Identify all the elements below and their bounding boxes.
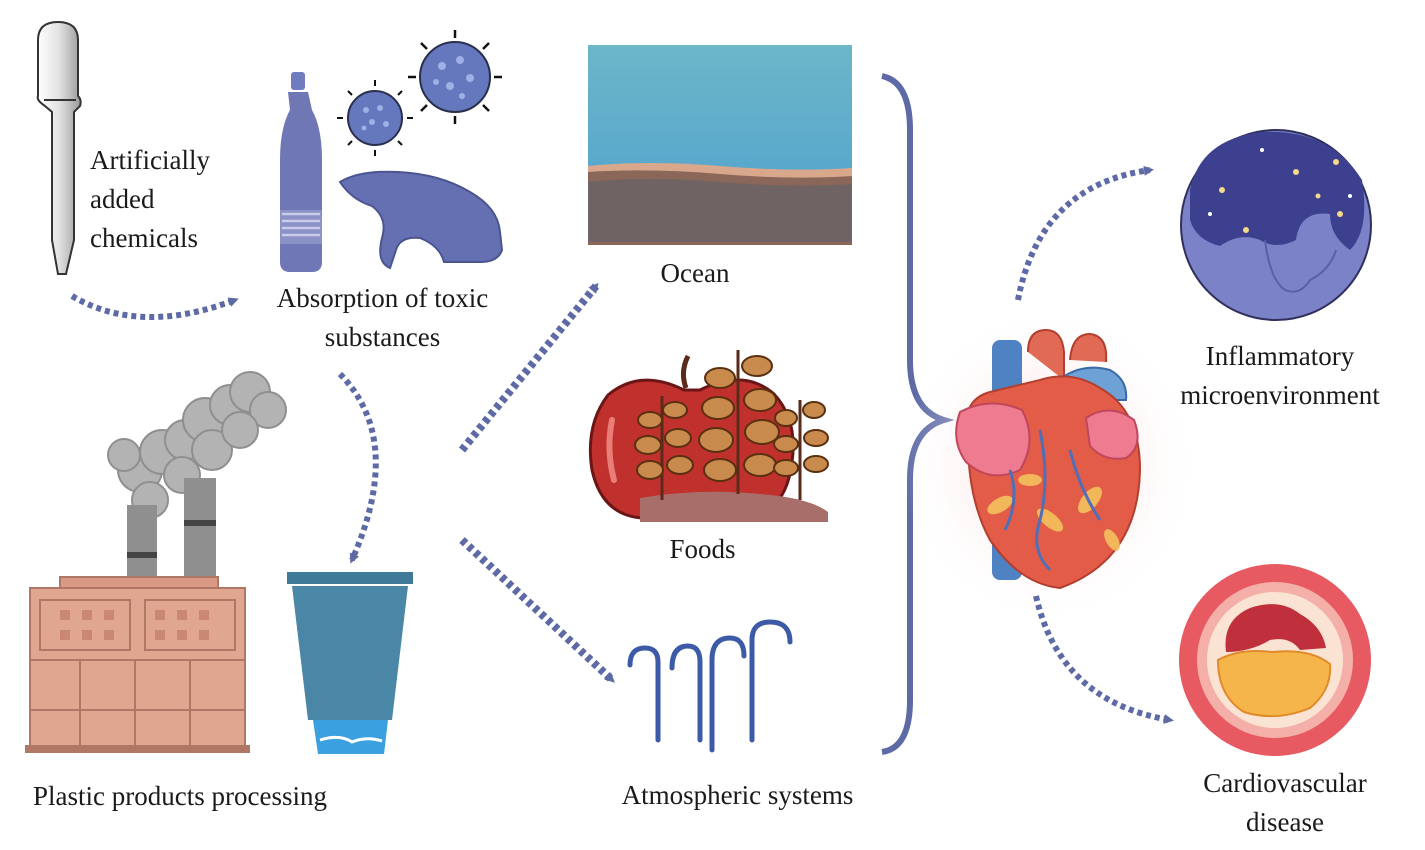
plastic-cup-icon [287,572,413,754]
smoke-icon [107,371,287,519]
factory-icon [25,478,250,753]
wind-icon [627,619,793,753]
label-artificially-added-chemicals: Artificially added chemicals [90,145,210,253]
plastic-bottle-icon [280,72,322,272]
arrow-absorption-to-cup [337,371,379,564]
virus-small-icon [337,80,413,156]
label-absorption-of-toxic-substances: Absorption of toxic substances [276,283,489,352]
label-cardiovascular-disease: Cardiovascular disease [1203,768,1367,837]
inflammation-icon [1180,129,1372,321]
plastic-bag-icon [338,170,504,270]
arrow-chemicals-to-absorption [70,293,239,320]
virus-large-icon [408,30,502,124]
heart-icon [900,305,1200,625]
label-atmospheric-systems: Atmospheric systems [621,780,854,810]
label-foods: Foods [669,534,736,564]
pipette-icon [36,20,82,275]
label-plastic-products-processing: Plastic products processing [33,781,327,811]
arrow-to-atmosphere [459,537,615,683]
plant-icon [634,350,829,522]
ocean-icon [588,45,852,245]
artery-icon [1179,564,1371,756]
label-inflammatory-microenvironment: Inflammatory microenvironment [1180,341,1380,410]
arrows [70,165,1174,724]
arrow-heart-to-inflammation [1015,165,1154,301]
label-ocean: Ocean [660,258,730,288]
